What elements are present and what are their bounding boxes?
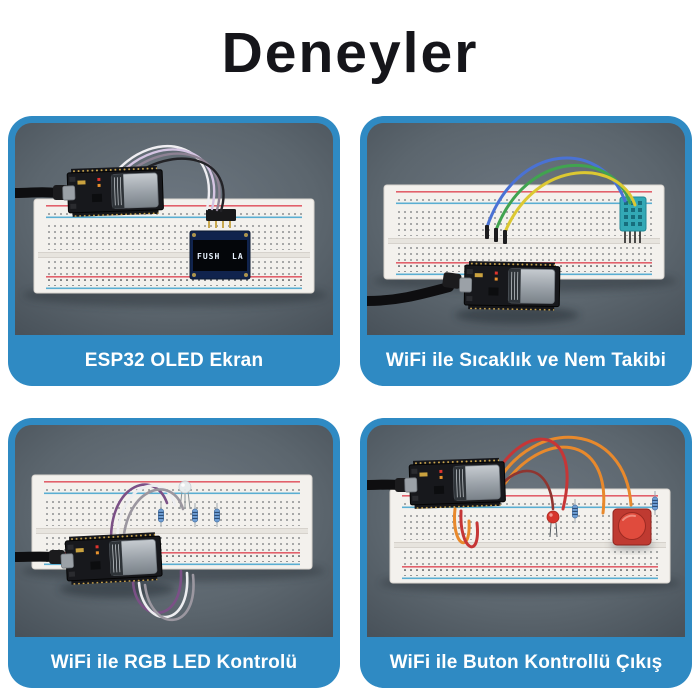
experiment-photo-button xyxy=(367,425,685,637)
red-led xyxy=(546,510,560,538)
jumper-pin-connectors xyxy=(485,225,507,244)
photo-illustration-oled: FUSH LA xyxy=(15,123,333,335)
experiment-card-dht: WiFi ile Sıcaklık ve Nem Takibi xyxy=(360,116,692,386)
experiment-photo-rgb xyxy=(15,425,333,637)
experiment-caption: WiFi ile Sıcaklık ve Nem Takibi xyxy=(385,349,667,371)
esp32-dev-board xyxy=(61,165,165,218)
experiment-caption: WiFi ile RGB LED Kontrolü xyxy=(50,651,298,673)
photo-illustration-button xyxy=(367,425,685,637)
oled-screen xyxy=(193,240,247,271)
experiment-caption: ESP32 OLED Ekran xyxy=(84,349,264,371)
oled-text-right: LA xyxy=(232,252,244,261)
oled-text-left: FUSH xyxy=(197,252,220,261)
experiment-card-rgb: WiFi ile RGB LED Kontrolü xyxy=(8,418,340,688)
experiment-caption: WiFi ile Buton Kontrollü Çıkış xyxy=(389,651,663,673)
esp32-shadow xyxy=(455,306,579,324)
esp32-dev-board xyxy=(403,457,507,510)
experiment-card-oled: FUSH LA ESP32 OLED Ekran xyxy=(8,116,340,386)
experiment-grid: FUSH LA ESP32 OLED Ekran xyxy=(8,116,692,688)
dht11-sensor xyxy=(619,196,647,243)
jumper-wires xyxy=(485,156,637,234)
jumper-wires xyxy=(109,483,195,622)
oled-display-module: FUSH LA xyxy=(189,209,251,280)
esp32-dev-board xyxy=(458,260,561,312)
experiment-photo-oled: FUSH LA xyxy=(15,123,333,335)
usb-cable xyxy=(367,282,454,306)
experiment-photo-dht xyxy=(367,123,685,335)
experiment-card-button: WiFi ile Buton Kontrollü Çıkış xyxy=(360,418,692,688)
usb-cable xyxy=(15,187,62,198)
esp32-dev-board xyxy=(59,531,163,586)
push-button xyxy=(610,508,654,550)
usb-plug xyxy=(442,272,462,289)
page-title: Deneyler xyxy=(221,21,479,85)
rgb-led xyxy=(178,480,192,510)
photo-illustration-dht xyxy=(367,123,685,335)
jumper-wires xyxy=(452,435,633,549)
photo-illustration-rgb xyxy=(15,425,333,637)
